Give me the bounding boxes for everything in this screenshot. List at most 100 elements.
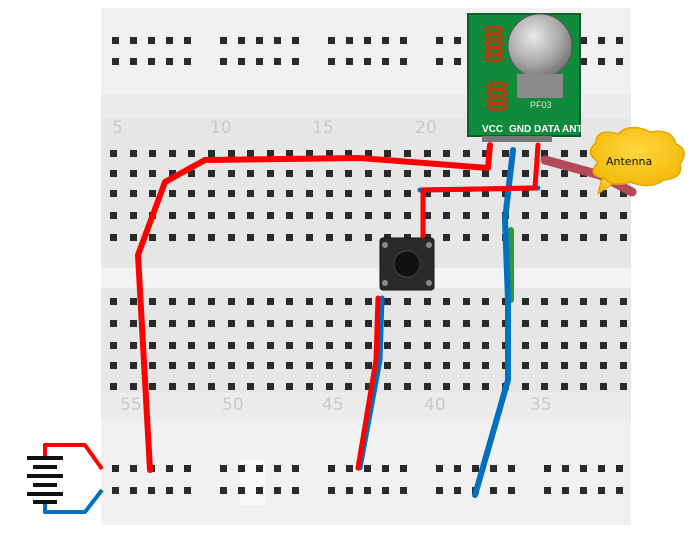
hole [424, 212, 431, 219]
button-ground-return [357, 295, 385, 471]
hole [267, 320, 274, 327]
hole [306, 212, 313, 219]
hole [110, 150, 117, 157]
data-wire [420, 142, 541, 239]
hole [580, 190, 587, 197]
hole [169, 298, 176, 305]
hole [238, 465, 245, 472]
hole [541, 342, 548, 349]
column-number: 40 [424, 395, 446, 415]
hole [443, 170, 450, 177]
hole [326, 320, 333, 327]
hole [228, 362, 235, 369]
hole [345, 170, 352, 177]
column-number: 5 [112, 118, 123, 138]
hole [345, 383, 352, 390]
hole [522, 234, 529, 241]
hole [148, 37, 155, 44]
hole [400, 37, 407, 44]
hole [404, 342, 411, 349]
hole [400, 58, 407, 65]
push-button-icon[interactable] [379, 237, 435, 291]
hole [112, 465, 119, 472]
hole [220, 58, 227, 65]
hole [522, 383, 529, 390]
hole [326, 383, 333, 390]
column-number: 45 [322, 395, 344, 415]
hole [149, 150, 156, 157]
hole [247, 320, 254, 327]
hole [292, 487, 299, 494]
hole [274, 37, 281, 44]
hole [365, 383, 372, 390]
hole [256, 58, 263, 65]
hole [345, 150, 352, 157]
hole [346, 58, 353, 65]
hole [286, 320, 293, 327]
hole [328, 58, 335, 65]
hole [345, 320, 352, 327]
column-number: 20 [415, 118, 437, 138]
hole [292, 58, 299, 65]
hole [424, 190, 431, 197]
hole [384, 212, 391, 219]
hole [384, 170, 391, 177]
hole [169, 212, 176, 219]
hole [502, 150, 509, 157]
hole [580, 383, 587, 390]
hole [286, 234, 293, 241]
antenna-label: Antenna [606, 155, 652, 168]
hole [580, 362, 587, 369]
hole [436, 58, 443, 65]
hole [580, 150, 587, 157]
hole [149, 362, 156, 369]
hole [345, 298, 352, 305]
hole [346, 465, 353, 472]
hole [482, 383, 489, 390]
hole [247, 150, 254, 157]
hole [112, 37, 119, 44]
hole [561, 212, 568, 219]
hole [286, 170, 293, 177]
hole [256, 37, 263, 44]
column-number: 15 [312, 118, 334, 138]
hole [267, 190, 274, 197]
hole [247, 212, 254, 219]
hole [424, 362, 431, 369]
hole [220, 37, 227, 44]
hole [463, 190, 470, 197]
hole [149, 170, 156, 177]
hole [292, 465, 299, 472]
hole [169, 320, 176, 327]
hole [208, 212, 215, 219]
hole [561, 190, 568, 197]
hole [424, 298, 431, 305]
hole [561, 362, 568, 369]
hole [345, 212, 352, 219]
hole [130, 58, 137, 65]
hole [306, 298, 313, 305]
hole [286, 190, 293, 197]
hole [482, 150, 489, 157]
hole [110, 234, 117, 241]
hole [274, 58, 281, 65]
hole [482, 170, 489, 177]
hole [148, 58, 155, 65]
hole [600, 383, 607, 390]
hole [364, 487, 371, 494]
hole [228, 190, 235, 197]
hole [463, 342, 470, 349]
hole [188, 362, 195, 369]
hole [365, 362, 372, 369]
column-number: 50 [222, 395, 244, 415]
hole [508, 465, 515, 472]
hole [522, 320, 529, 327]
hole [544, 465, 551, 472]
hole [326, 212, 333, 219]
hole [220, 487, 227, 494]
hole [600, 234, 607, 241]
hole [490, 487, 497, 494]
hole [365, 212, 372, 219]
hole [384, 190, 391, 197]
hole [112, 487, 119, 494]
